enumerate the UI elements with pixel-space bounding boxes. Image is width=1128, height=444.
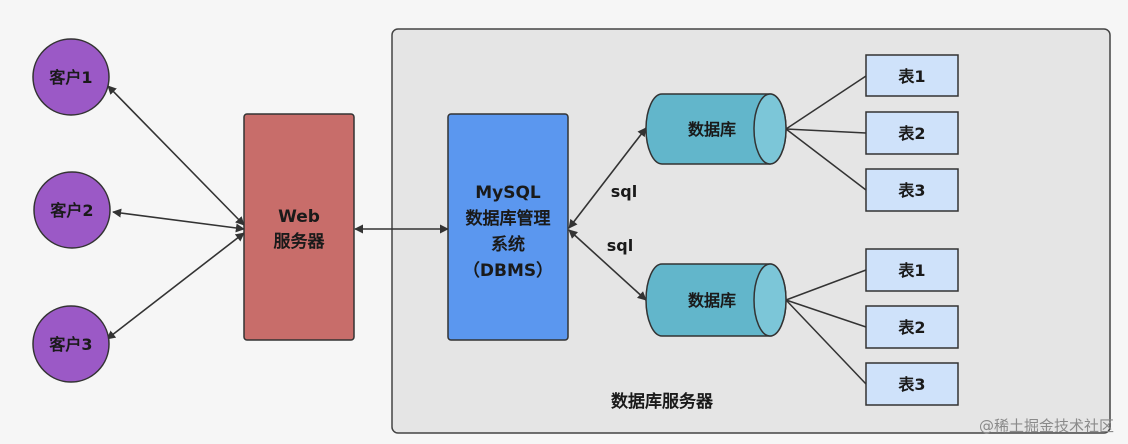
db2-table-2: 表2 [865,305,959,349]
client-1: 客户1 [32,38,110,116]
dbms-box: MySQL 数据库管理 系统 （DBMS） [447,113,569,341]
dbms-line2: 数据库管理 [466,208,551,229]
line-db1-table3 [785,128,867,191]
database-2-label: 数据库 [688,291,736,310]
db2-table-1-label: 表1 [897,261,925,280]
line-db2-table1 [785,269,867,301]
database-2: 数据库 [645,263,787,337]
database-1-label: 数据库 [688,120,736,139]
database-1: 数据库 [645,93,787,165]
dbms-line1: MySQL [475,183,541,203]
arrow-dbms-db1 [568,127,647,229]
web-server-line2: 服务器 [274,231,326,252]
db2-table-3: 表3 [865,362,959,406]
db-server-label: 数据库服务器 [611,391,714,412]
dbms-line4: （DBMS） [463,260,553,281]
db1-table-3: 表3 [865,168,959,212]
db2-table-2-label: 表2 [897,318,925,337]
web-server: Web 服务器 [243,113,355,341]
db2-table-3-label: 表3 [897,375,925,394]
db1-table-2: 表2 [865,111,959,155]
arrow-client3-web [106,232,245,340]
watermark-text: @稀土掘金技术社区 [978,417,1114,435]
client-1-label: 客户1 [49,68,92,87]
db1-table-2-label: 表2 [897,124,925,143]
db1-table-1: 表1 [865,54,959,97]
line-db2-table3 [785,299,867,385]
db1-table-1-label: 表1 [897,67,925,86]
line-db1-table1 [785,75,867,130]
arrow-client2-web [112,208,245,233]
db2-table-1: 表1 [865,248,959,292]
sql-label-bottom: sql [607,236,633,255]
web-server-line1: Web [278,207,320,227]
client-2: 客户2 [33,171,111,249]
dbms-line3: 系统 [491,234,525,255]
line-db2-table2 [785,299,867,328]
client-3: 客户3 [32,305,110,383]
client-3-label: 客户3 [49,335,92,354]
arrow-client1-web [107,85,245,226]
sql-label-top: sql [611,182,637,201]
client-2-label: 客户2 [50,201,93,220]
line-db1-table2 [785,128,867,134]
arrow-dbms-db2 [568,229,647,301]
db1-table-3-label: 表3 [897,181,925,200]
